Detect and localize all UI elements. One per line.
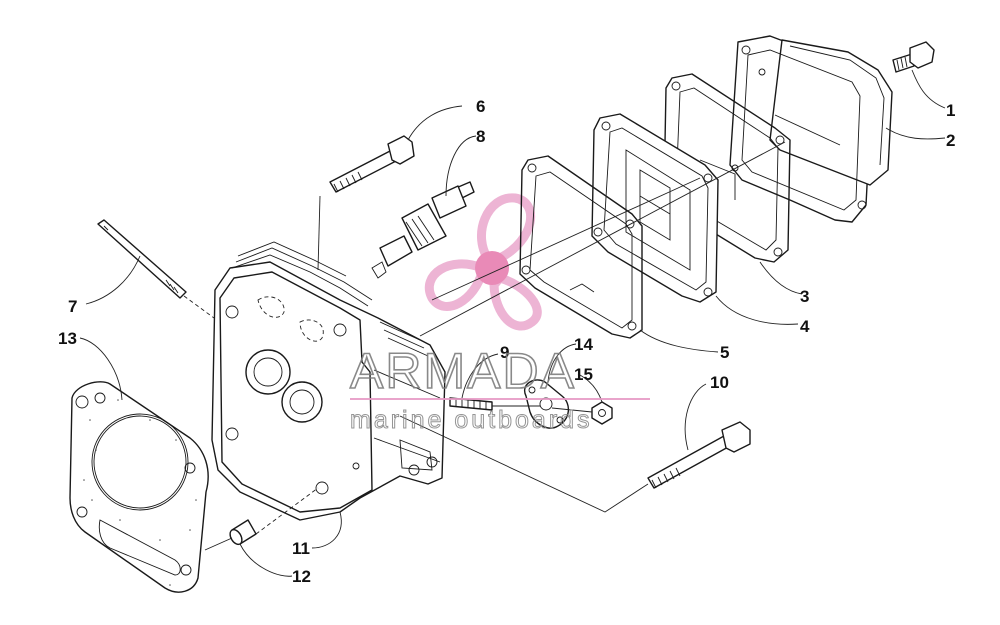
callout-5: 5	[720, 343, 729, 362]
callout-13: 13	[58, 329, 77, 348]
callout-2: 2	[946, 131, 955, 150]
callout-15: 15	[574, 365, 593, 384]
watermark-brand: ARMADA	[350, 343, 576, 399]
part-12-dowel	[229, 519, 257, 546]
callout-14: 14	[574, 335, 593, 354]
propeller-blade-left	[425, 259, 487, 311]
callout-11: 11	[292, 539, 310, 558]
callout-9: 9	[500, 343, 509, 362]
part-1-cover-bolt	[892, 41, 935, 73]
part-8-spark-plug	[371, 181, 475, 279]
propeller-blade-right	[489, 272, 542, 331]
part-13-head-gasket	[69, 381, 209, 593]
propeller-hub	[475, 251, 509, 285]
callout-7: 7	[68, 297, 77, 316]
part-9-stud	[449, 397, 493, 411]
part-7-stud	[97, 219, 187, 299]
callout-6: 6	[476, 97, 485, 116]
part-6-long-bolt	[329, 135, 415, 193]
part-5-gasket	[519, 155, 643, 339]
propeller-blade-top	[477, 193, 535, 268]
part-15-nut	[591, 401, 613, 425]
callout-8: 8	[476, 127, 485, 146]
part-11-cylinder-head	[211, 241, 446, 521]
assembly-lines	[183, 141, 786, 551]
armada-watermark: ARMADA marine outboards	[349, 342, 650, 435]
part-14-flange-gasket	[523, 379, 569, 429]
watermark-tagline: marine outboards	[350, 406, 593, 434]
callout-12: 12	[292, 567, 311, 586]
part-4-breather-plate	[591, 113, 736, 303]
callout-1: 1	[946, 101, 955, 120]
part-10-long-bolt	[647, 421, 751, 489]
callout-4: 4	[800, 317, 810, 336]
callout-labels: 1 2 3 4 5 6 7 8 9 10 11 12 13 14 15	[58, 97, 955, 586]
callout-10: 10	[710, 373, 729, 392]
part-2-rocker-cover	[729, 35, 893, 223]
callout-3: 3	[800, 287, 809, 306]
